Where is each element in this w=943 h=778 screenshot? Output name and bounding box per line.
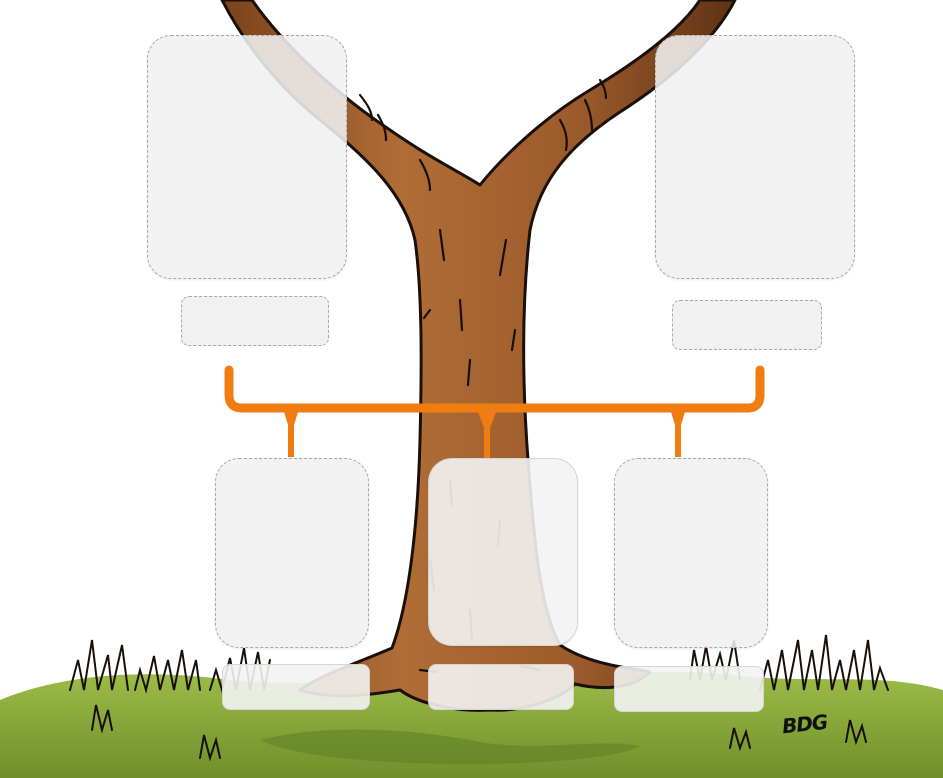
child-middle-photo-slot[interactable] xyxy=(428,458,578,646)
parent-right-photo-slot[interactable] xyxy=(655,35,855,279)
child-left-name-slot[interactable] xyxy=(222,664,370,710)
child-left-photo-slot[interactable] xyxy=(215,458,369,648)
parent-left-name-slot[interactable] xyxy=(181,296,329,346)
artist-signature: BDG xyxy=(781,710,829,739)
parent-right-name-slot[interactable] xyxy=(672,300,822,350)
connector-stems xyxy=(284,412,685,458)
parent-left-photo-slot[interactable] xyxy=(147,35,347,279)
child-right-photo-slot[interactable] xyxy=(614,458,768,648)
child-right-name-slot[interactable] xyxy=(614,666,764,712)
child-middle-name-slot[interactable] xyxy=(428,664,574,710)
